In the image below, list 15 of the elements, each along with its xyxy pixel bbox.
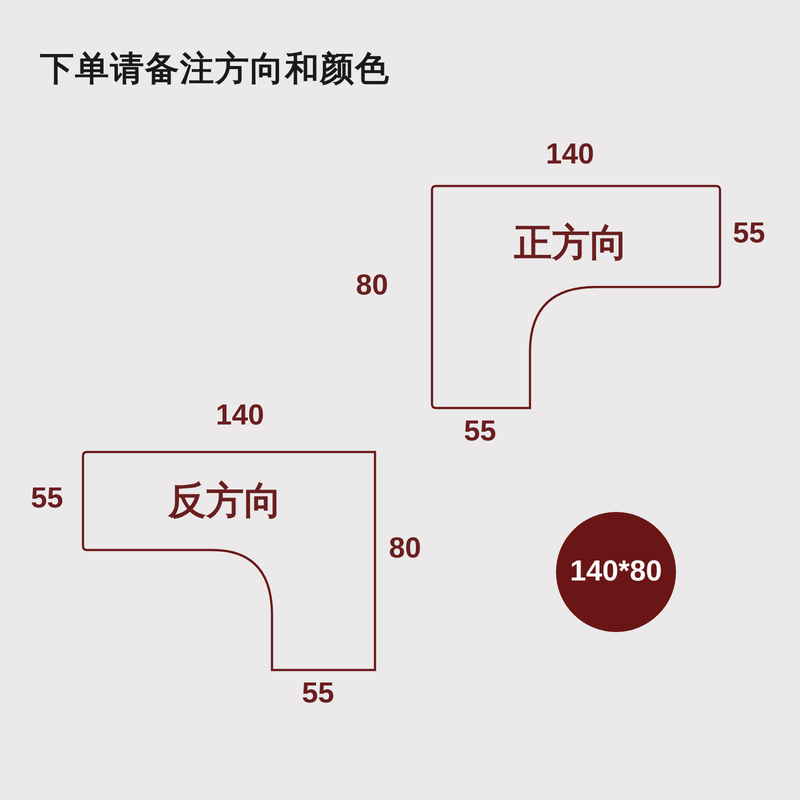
dimension-label: 140	[546, 138, 594, 172]
dimension-label: 140	[216, 400, 264, 432]
dimension-label: 80	[356, 270, 388, 302]
dimension-label: 55	[30, 482, 64, 516]
dimension-label: 55	[732, 218, 766, 250]
size-badge	[556, 512, 676, 632]
direction-label: 反方向	[168, 478, 282, 524]
dimension-label: 55	[464, 416, 496, 448]
dimension-label: 80	[388, 532, 422, 566]
title: 下单请备注方向和颜色	[40, 48, 390, 91]
size-text: 140*80	[570, 556, 662, 588]
desk-outline	[82, 451, 377, 672]
dimension-label: 55	[302, 678, 334, 710]
direction-label: 正方向	[514, 220, 628, 266]
desk-outline	[431, 185, 722, 410]
